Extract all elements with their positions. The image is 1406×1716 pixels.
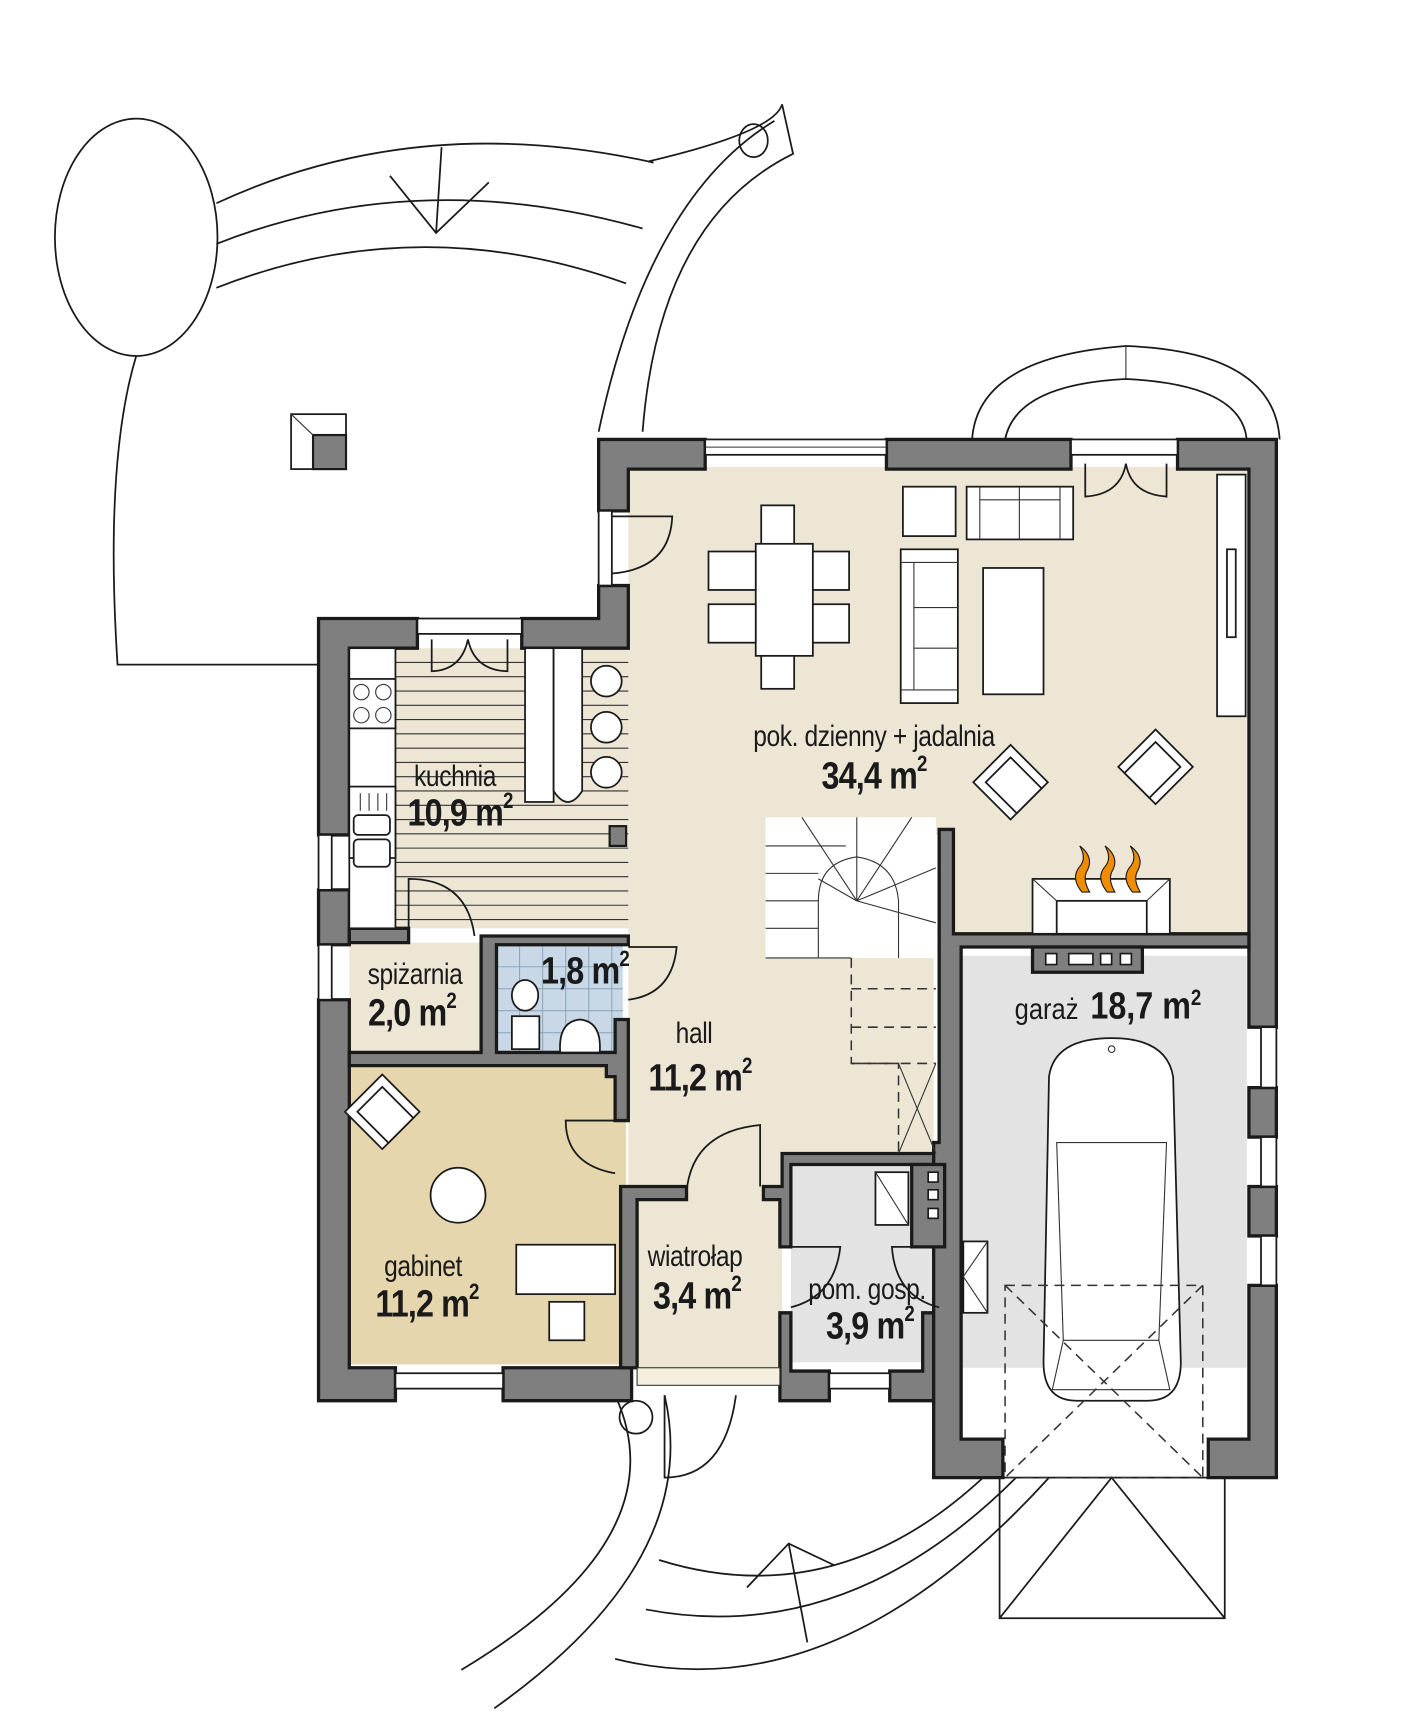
doors xyxy=(407,463,1168,1314)
room-name-hall: hall xyxy=(675,1017,713,1050)
flame-icon xyxy=(1074,845,1142,893)
room-area-utility: 3,9 m2 xyxy=(826,1301,915,1348)
room-area-garage: 18,7 m2 xyxy=(1090,985,1202,1028)
room-name-pantry: spiżarnia xyxy=(367,958,463,991)
carport xyxy=(998,1476,1226,1620)
room-name-living: pok. dzienny + jadalnia xyxy=(753,720,995,753)
room-name-garage: garaż xyxy=(1014,992,1079,1026)
kitchen-floor-stripes xyxy=(395,661,629,921)
living-furniture xyxy=(899,473,1247,821)
chimney-outdoor xyxy=(290,413,348,471)
room-name-kitchen: kuchnia xyxy=(414,760,496,793)
room-area-pantry: 2,0 m2 xyxy=(368,988,457,1035)
kitchen-fittings xyxy=(348,647,623,930)
bathroom-fixtures xyxy=(510,979,601,1054)
car xyxy=(1042,1037,1182,1402)
terrace-top-left xyxy=(54,104,795,666)
walls xyxy=(316,437,1279,1480)
room-area-kitchen: 10,9 m2 xyxy=(407,788,513,835)
study-furniture xyxy=(343,1073,617,1342)
room-area-wc: 1,8 m2 xyxy=(541,946,630,993)
fireplace xyxy=(1031,845,1171,935)
windows xyxy=(317,438,1278,1390)
room-area-vestibule: 3,4 m2 xyxy=(653,1271,742,1318)
room-area-study: 11,2 m2 xyxy=(375,1279,479,1326)
dining-set xyxy=(707,504,850,690)
room-name-vestibule: wiatrołap xyxy=(647,1240,743,1273)
bay-window-arc xyxy=(971,345,1281,440)
staircase xyxy=(765,817,937,1154)
terrace-bottom xyxy=(460,1394,1050,1710)
flue-vents xyxy=(927,952,1133,1220)
room-area-hall: 11,2 m2 xyxy=(648,1053,752,1100)
room-name-utility: pom. gosp. xyxy=(808,1273,926,1306)
room-area-living: 34,4 m2 xyxy=(821,751,927,798)
room-label-garage: garaż 18,7 m2 xyxy=(1015,985,1202,1029)
garage-door-overhead xyxy=(1004,1284,1204,1479)
room-name-study: gabinet xyxy=(384,1250,462,1283)
utility-fixtures xyxy=(874,1171,910,1226)
